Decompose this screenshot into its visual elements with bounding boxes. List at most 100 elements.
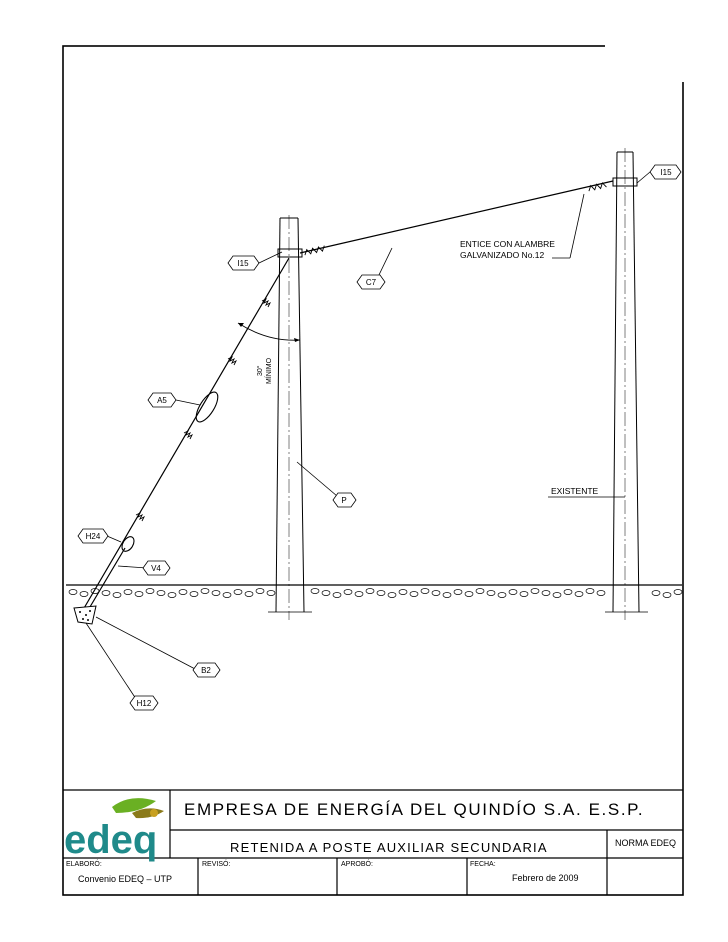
ground-stone bbox=[79, 591, 89, 597]
span-guy-wire bbox=[299, 180, 614, 254]
ground-stone bbox=[519, 591, 529, 597]
marker-b2: B2 bbox=[201, 666, 211, 675]
ground-stone bbox=[409, 591, 419, 597]
angle-text-label: MÍNIMO bbox=[264, 357, 273, 384]
ground-stone bbox=[145, 588, 155, 594]
company-name: EMPRESA DE ENERGÍA DEL QUINDÍO S.A. E.S.… bbox=[184, 800, 645, 819]
ground-stone bbox=[651, 590, 661, 596]
ground-stone bbox=[552, 592, 562, 598]
ground-stone bbox=[673, 589, 683, 595]
ground-stone bbox=[332, 592, 342, 598]
ground-stone bbox=[167, 592, 177, 598]
marker-shape-i15-left bbox=[227, 255, 260, 271]
ground-stone bbox=[178, 589, 188, 595]
fecha-label: FECHA: bbox=[470, 861, 496, 868]
angle-arrow-right bbox=[294, 338, 300, 342]
ground-stone bbox=[68, 589, 78, 595]
marker-shape-a5 bbox=[147, 392, 177, 408]
ground-stone bbox=[200, 588, 210, 594]
ground-stone bbox=[233, 589, 243, 595]
guy-splices bbox=[135, 297, 272, 522]
ground-stone bbox=[596, 590, 606, 596]
angle-arc bbox=[237, 322, 301, 341]
marker-i15-right: I15 bbox=[660, 168, 672, 177]
marker-shape-h12 bbox=[129, 695, 159, 711]
ground-stone bbox=[387, 592, 397, 598]
ground-stone bbox=[486, 590, 496, 596]
edeq-logo-main-graphic: edeq bbox=[64, 798, 164, 862]
ground-stone bbox=[497, 592, 507, 598]
ground-stone bbox=[244, 591, 254, 597]
ground-stone bbox=[541, 590, 551, 596]
edeq-logo-main-text: edeq bbox=[64, 818, 157, 862]
anchor-rod bbox=[83, 547, 126, 618]
guy-strain-insulator bbox=[195, 391, 219, 423]
ground bbox=[66, 584, 683, 598]
marker-shape-b2 bbox=[192, 662, 221, 678]
marker-shape-h24 bbox=[77, 528, 109, 544]
angle-value-label: 30° bbox=[256, 365, 264, 376]
ground-stone bbox=[156, 590, 166, 596]
logo-gap bbox=[605, 36, 689, 82]
ground-stone bbox=[321, 590, 331, 596]
ground-stone bbox=[453, 589, 463, 595]
existing-pole bbox=[605, 148, 648, 620]
ground-stone bbox=[266, 590, 276, 596]
ground-stone bbox=[662, 592, 672, 598]
down-guy-wire bbox=[79, 257, 290, 616]
left-span-splice bbox=[304, 245, 325, 256]
ground-stone bbox=[442, 592, 452, 598]
norma-label: NORMA EDEQ bbox=[615, 838, 677, 848]
ground-stone bbox=[343, 589, 353, 595]
auxiliary-pole bbox=[268, 215, 312, 620]
marker-shape-i15-right bbox=[649, 164, 682, 180]
elaboro-value: Convenio EDEQ – UTP bbox=[78, 874, 173, 884]
marker-shape-v4 bbox=[142, 560, 171, 576]
sheet-border bbox=[62, 45, 684, 896]
aprobo-label: APROBÓ: bbox=[341, 861, 373, 868]
ground-stone bbox=[376, 590, 386, 596]
marker-c7: C7 bbox=[366, 278, 377, 287]
ground-stone bbox=[475, 588, 485, 594]
marker-v4: V4 bbox=[151, 564, 161, 573]
note-line-2: GALVANIZADO No.12 bbox=[460, 250, 545, 260]
ground-stone bbox=[585, 588, 595, 594]
marker-shape-c7 bbox=[356, 274, 386, 290]
ground-stone bbox=[420, 588, 430, 594]
ground-stone bbox=[464, 591, 474, 597]
marker-shapes bbox=[77, 164, 682, 711]
marker-h12: H12 bbox=[137, 699, 152, 708]
leader-lines bbox=[85, 171, 651, 703]
ground-stone bbox=[189, 591, 199, 597]
ground-stone bbox=[508, 589, 518, 595]
ground-stone bbox=[365, 588, 375, 594]
anchor-block-speckles bbox=[79, 610, 91, 621]
ground-stone bbox=[134, 591, 144, 597]
marker-labels: I15 I15 C7 A5 P H24 V4 B2 H12 bbox=[86, 168, 672, 708]
ground-stone bbox=[574, 591, 584, 597]
drawing-title: RETENIDA A POSTE AUXILIAR SECUNDARIA bbox=[230, 840, 548, 855]
ground-stone bbox=[211, 590, 221, 596]
ground-stone bbox=[112, 592, 122, 598]
ground-stone bbox=[310, 588, 320, 594]
ground-stone bbox=[123, 589, 133, 595]
elaboro-label: ELABORÓ: bbox=[66, 861, 102, 868]
marker-p: P bbox=[341, 496, 346, 505]
edeq-logo-main: edeq bbox=[64, 793, 170, 863]
ground-stone bbox=[354, 591, 364, 597]
note-line-1: ENTICE CON ALAMBRE bbox=[460, 239, 555, 249]
ground-stone bbox=[398, 589, 408, 595]
ground-stone bbox=[563, 589, 573, 595]
ground-stone bbox=[222, 592, 232, 598]
angle-arrow-left bbox=[238, 323, 244, 327]
marker-i15-left: I15 bbox=[237, 259, 249, 268]
ground-stone bbox=[431, 590, 441, 596]
title-block-grid bbox=[63, 789, 683, 895]
marker-shape-p bbox=[332, 492, 357, 508]
guy-thimble bbox=[121, 536, 135, 552]
reviso-label: REVISÓ: bbox=[202, 861, 231, 868]
ground-stone bbox=[530, 588, 540, 594]
existing-label: EXISTENTE bbox=[551, 486, 599, 496]
